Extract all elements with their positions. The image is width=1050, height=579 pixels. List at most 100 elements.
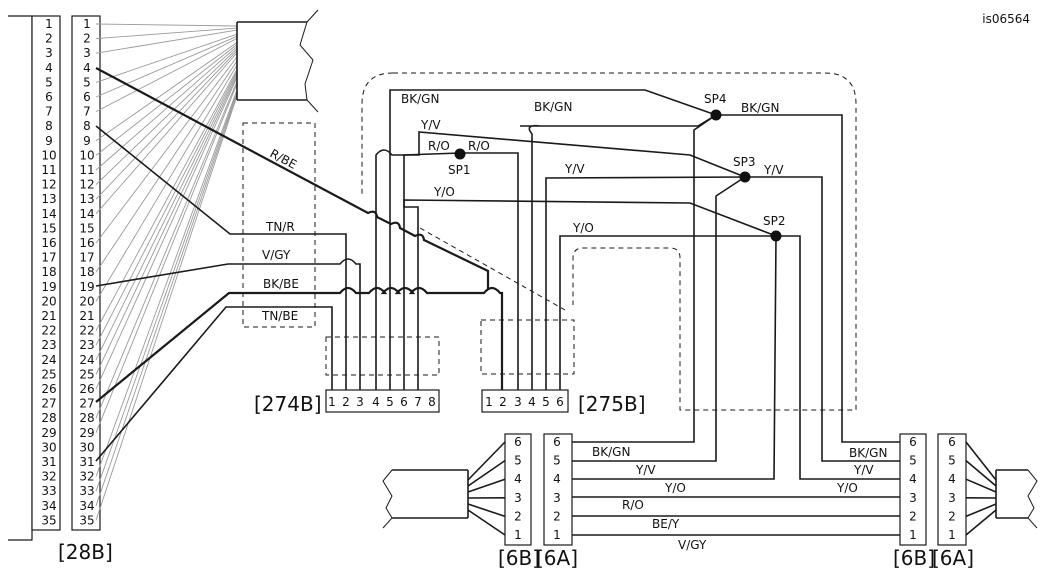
pin-28b-right-5: 5 xyxy=(83,75,91,89)
pin-c6a_left-6: 6 xyxy=(553,435,561,449)
left-fan-wire-5 xyxy=(467,459,506,487)
fan-wire-1 xyxy=(95,23,238,27)
pin-28b-right-15: 15 xyxy=(79,221,94,235)
right-fan-wire-4 xyxy=(965,478,997,493)
pin-28b-left-12: 12 xyxy=(41,178,56,192)
pin-28b-right-3: 3 xyxy=(83,46,91,60)
pin-c6b_right-6: 6 xyxy=(909,435,917,449)
fan-wire-32 xyxy=(95,89,238,477)
pin-c6a_left-4: 4 xyxy=(553,472,561,486)
connector-6a-left-label: [6A] xyxy=(536,546,578,570)
splice-label-sp1: SP1 xyxy=(448,163,471,177)
wire-label-b-y-o: Y/O xyxy=(664,481,686,495)
pin-274b-7: 7 xyxy=(414,395,422,409)
pin-c6a_right-2: 2 xyxy=(948,509,956,523)
fan-wire-6 xyxy=(95,35,238,98)
pin-275b-4: 4 xyxy=(528,395,536,409)
pin-28b-left-4: 4 xyxy=(45,61,53,75)
wire-tn-r xyxy=(95,125,347,390)
splice-label-sp3: SP3 xyxy=(733,155,756,169)
pin-28b-left-17: 17 xyxy=(41,251,56,265)
pin-28b-right-31: 31 xyxy=(79,455,94,469)
pin-28b-right-24: 24 xyxy=(79,353,94,367)
pin-28b-right-9: 9 xyxy=(83,134,91,148)
pin-28b-right-25: 25 xyxy=(79,367,94,381)
pin-c6a_left-3: 3 xyxy=(553,491,561,505)
splice-label-sp2: SP2 xyxy=(763,214,786,228)
pin-28b-left-28: 28 xyxy=(41,411,56,425)
wire-label-y-v-top: Y/V xyxy=(420,118,441,132)
pin-28b-right-16: 16 xyxy=(79,236,94,250)
fan-wire-14 xyxy=(95,52,238,215)
pin-28b-left-31: 31 xyxy=(41,455,56,469)
right-fan-wire-5 xyxy=(965,459,997,487)
fan-wire-13 xyxy=(95,50,238,200)
wire-label-r-o-right: R/O xyxy=(468,139,490,153)
wire-label-r-y-o: Y/O xyxy=(836,481,858,495)
pin-28b-left-19: 19 xyxy=(41,280,56,294)
pin-28b-left-21: 21 xyxy=(41,309,56,323)
fan-wire-12 xyxy=(95,48,238,185)
fan-wire-25 xyxy=(95,75,238,375)
wire-label-y-v-mid: Y/V xyxy=(564,162,585,176)
pin-c6b_left-4: 4 xyxy=(514,472,522,486)
pin-c6a_right-5: 5 xyxy=(948,454,956,468)
left-fan-wire-1 xyxy=(467,509,506,536)
splice-sp3 xyxy=(739,171,751,183)
fan-wire-3 xyxy=(95,29,238,54)
pin-c6a_left-1: 1 xyxy=(553,528,561,542)
wire-label-bk-gn-sp4: BK/GN xyxy=(741,101,779,115)
wire-label-r-o-left: R/O xyxy=(428,139,450,153)
pin-275b-5: 5 xyxy=(542,395,550,409)
pin-28b-left-29: 29 xyxy=(41,426,56,440)
pin-28b-right-10: 10 xyxy=(79,148,94,162)
wire-y-v-top xyxy=(375,131,746,390)
fan-wire-23 xyxy=(95,71,238,346)
pins-6b-right: 6 5 4 3 2 1 xyxy=(909,435,917,542)
pin-c6b_right-5: 5 xyxy=(909,454,917,468)
left-fan-wire-2 xyxy=(467,503,506,518)
wire-label-b-y-v: Y/V xyxy=(635,463,656,477)
right-fan-wire-2 xyxy=(965,503,997,518)
right-fan-wire-6 xyxy=(965,441,997,481)
pin-28b-right-19: 19 xyxy=(79,280,94,294)
left-fan-wire-4 xyxy=(467,478,506,493)
wire-y-v-mid xyxy=(545,176,746,390)
connector-6b-left-label: [6B] xyxy=(498,546,540,570)
pin-c6b_right-4: 4 xyxy=(909,472,917,486)
fan-wire-7 xyxy=(95,37,238,112)
pin-c6b_right-2: 2 xyxy=(909,509,917,523)
pin-c6b_right-1: 1 xyxy=(909,528,917,542)
fan-wire-35 xyxy=(95,95,238,521)
pin-28b-right-14: 14 xyxy=(79,207,94,221)
pin-275b-3: 3 xyxy=(514,395,522,409)
pin-274b-4: 4 xyxy=(372,395,380,409)
dashed-region-left xyxy=(242,122,316,328)
connector-28b-label: [28B] xyxy=(58,540,113,564)
pin-28b-left-7: 7 xyxy=(45,105,53,119)
connector-6a-right-label: [6A] xyxy=(932,546,974,570)
pin-28b-right-26: 26 xyxy=(79,382,94,396)
pin-c6b_right-3: 3 xyxy=(909,491,917,505)
fan-wire-33 xyxy=(95,91,238,492)
connector-275b-label: [275B] xyxy=(578,392,646,416)
fan-wire-28 xyxy=(95,81,238,419)
pin-28b-left-32: 32 xyxy=(41,470,56,484)
pin-274b-2: 2 xyxy=(342,395,350,409)
pin-28b-right-34: 34 xyxy=(79,499,94,513)
pin-28b-left-25: 25 xyxy=(41,367,56,381)
connector-274b-label: [274B] xyxy=(254,392,322,416)
pin-28b-left-30: 30 xyxy=(41,440,56,454)
fan-wire-9 xyxy=(95,42,238,142)
pin-c6a_right-3: 3 xyxy=(948,491,956,505)
splice-sp4 xyxy=(710,109,722,121)
pin-28b-left-6: 6 xyxy=(45,90,53,104)
fan-wire-24 xyxy=(95,73,238,360)
